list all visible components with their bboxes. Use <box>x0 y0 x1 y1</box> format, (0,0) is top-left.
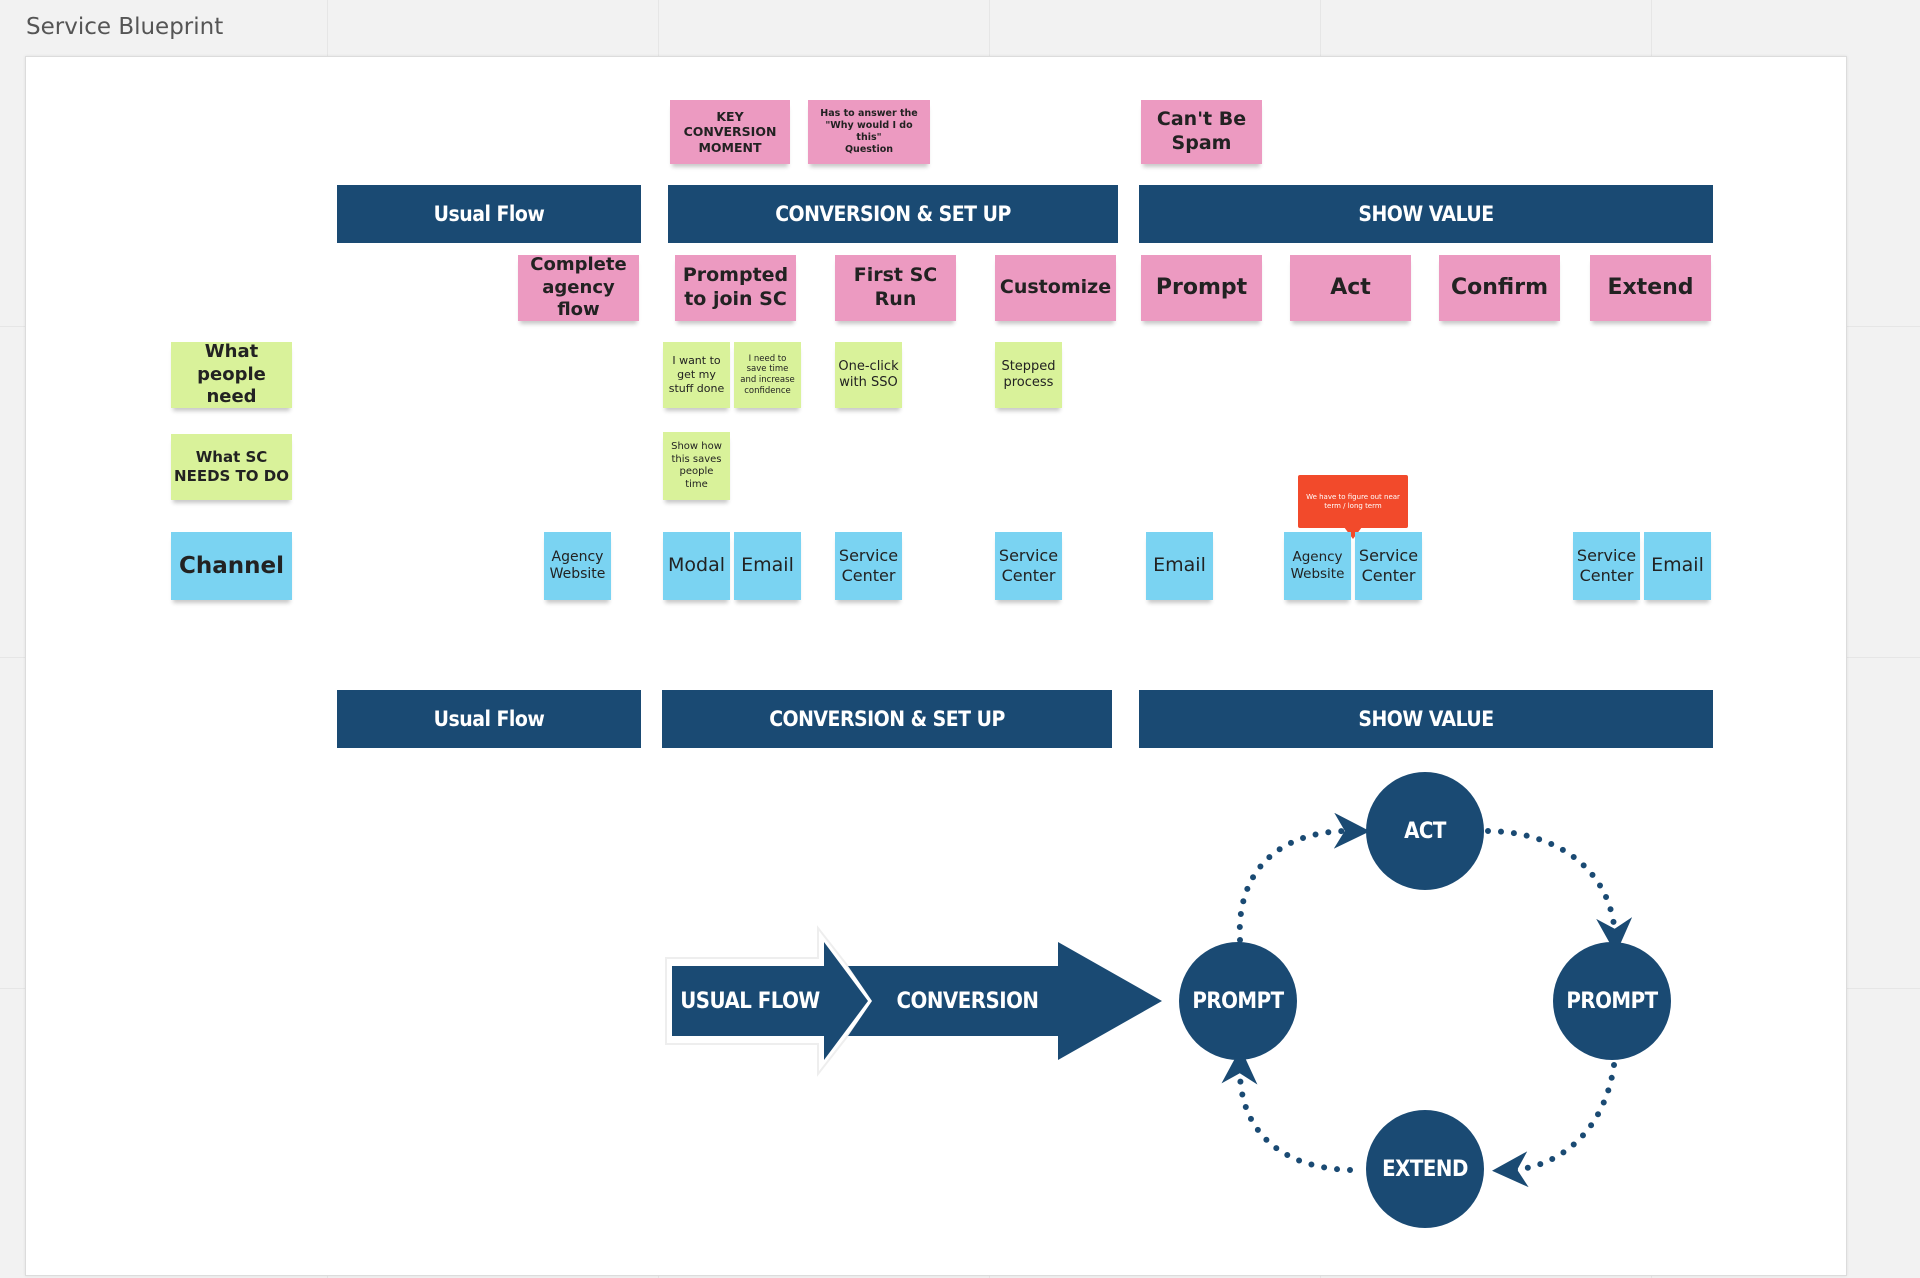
phase-conversion-setup-top[interactable]: CONVERSION & SET UP <box>668 185 1118 243</box>
step-prompt[interactable]: Prompt <box>1141 255 1262 321</box>
row-label-what-people-need[interactable]: What people need <box>171 341 292 408</box>
channel-service-center[interactable]: Service Center <box>835 532 902 600</box>
diagram-label-usual-flow: USUAL FLOW <box>680 988 820 1014</box>
loop-arc-act-to-prompt <box>1485 828 1633 954</box>
step-complete-agency-flow[interactable]: Complete agency flow <box>518 254 639 321</box>
channel-modal[interactable]: Modal <box>663 532 730 600</box>
loop-node-prompt-left[interactable]: PROMPT <box>1179 942 1297 1060</box>
step-act[interactable]: Act <box>1290 255 1411 321</box>
step-first-sc-run[interactable]: First SC Run <box>835 255 956 321</box>
board-title: Service Blueprint <box>26 14 224 40</box>
need-stepped-process[interactable]: Stepped process <box>995 342 1062 408</box>
channel-agency-website[interactable]: Agency Website <box>1284 532 1351 600</box>
note-key-conversion-moment[interactable]: KEY CONVERSION MOMENT <box>670 100 790 164</box>
phase-show-value-bottom[interactable]: SHOW VALUE <box>1139 690 1713 748</box>
usual-flow-arrow-body <box>672 942 868 1060</box>
phase-conversion-setup-bottom[interactable]: CONVERSION & SET UP <box>662 690 1112 748</box>
loop-node-prompt-right[interactable]: PROMPT <box>1553 942 1671 1060</box>
loop-arc-extend-to-prompt <box>1221 1048 1353 1173</box>
step-extend[interactable]: Extend <box>1590 255 1711 321</box>
phase-show-value-top[interactable]: SHOW VALUE <box>1139 185 1713 243</box>
need-save-time[interactable]: I need to save time and increase confide… <box>734 342 801 408</box>
row-label-channel[interactable]: Channel <box>171 532 292 600</box>
row-label-what-sc-needs[interactable]: What SC NEEDS TO DO <box>171 434 292 500</box>
phase-usual-flow-bottom[interactable]: Usual Flow <box>337 690 641 748</box>
note-cant-be-spam[interactable]: Can't Be Spam <box>1141 100 1262 164</box>
channel-email[interactable]: Email <box>734 532 801 600</box>
channel-email[interactable]: Email <box>1644 532 1711 600</box>
conversion-arrow <box>848 942 1162 1060</box>
loop-arc-prompt-to-extend <box>1492 1062 1617 1188</box>
loop-arc-prompt-to-act <box>1236 812 1370 943</box>
need-get-stuff-done[interactable]: I want to get my stuff done <box>663 342 730 408</box>
channel-service-center[interactable]: Service Center <box>995 532 1062 600</box>
loop-node-act[interactable]: ACT <box>1366 772 1484 890</box>
channel-agency-website[interactable]: Agency Website <box>544 532 611 600</box>
channel-service-center[interactable]: Service Center <box>1355 532 1422 600</box>
need-one-click-sso[interactable]: One-click with SSO <box>835 342 902 408</box>
diagram-label-conversion: CONVERSION <box>896 988 1040 1014</box>
channel-email[interactable]: Email <box>1146 532 1213 600</box>
channel-service-center[interactable]: Service Center <box>1573 532 1640 600</box>
loop-node-extend[interactable]: EXTEND <box>1366 1110 1484 1228</box>
comment-bubble[interactable]: We have to figure out near term / long t… <box>1298 475 1408 528</box>
phase-usual-flow-top[interactable]: Usual Flow <box>337 185 641 243</box>
step-confirm[interactable]: Confirm <box>1439 255 1560 321</box>
sc-need-show-saves-time[interactable]: Show how this saves people time <box>663 432 730 500</box>
step-customize[interactable]: Customize <box>995 255 1116 321</box>
note-why-question[interactable]: Has to answer the "Why would I do this" … <box>808 100 930 164</box>
step-prompted-to-join[interactable]: Prompted to join SC <box>675 255 796 321</box>
